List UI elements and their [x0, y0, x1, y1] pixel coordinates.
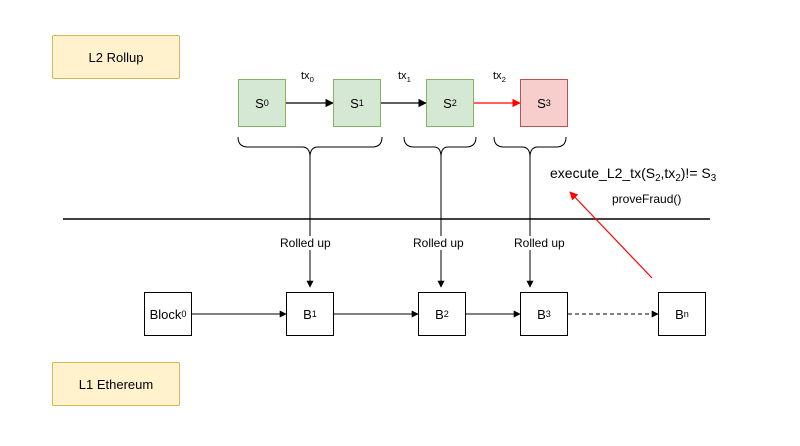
brace-s0-s1 — [237, 136, 383, 158]
rolled-up-label-1: Rolled up — [279, 236, 332, 250]
fraud-expression: execute_L2_tx(S2,tx2)!= S3 — [550, 165, 717, 184]
l1-ethereum-text: L1 Ethereum — [78, 376, 154, 392]
tx-label-0: tx0 — [301, 70, 314, 84]
fraud-proof-arrow — [569, 191, 653, 279]
l2-rollup-text: L2 Rollup — [88, 49, 144, 65]
brace-s2 — [403, 136, 477, 158]
rolled-up-label-2: Rolled up — [412, 236, 465, 250]
tx-label-1: tx1 — [398, 70, 411, 84]
tx-label-2: tx2 — [493, 70, 506, 84]
l1-ethereum-label: L1 Ethereum — [52, 362, 180, 406]
rolled-up-label-3: Rolled up — [513, 236, 566, 250]
prove-fraud-call: proveFraud() — [612, 192, 682, 206]
l2-rollup-label: L2 Rollup — [52, 35, 180, 79]
brace-s3 — [493, 136, 567, 158]
